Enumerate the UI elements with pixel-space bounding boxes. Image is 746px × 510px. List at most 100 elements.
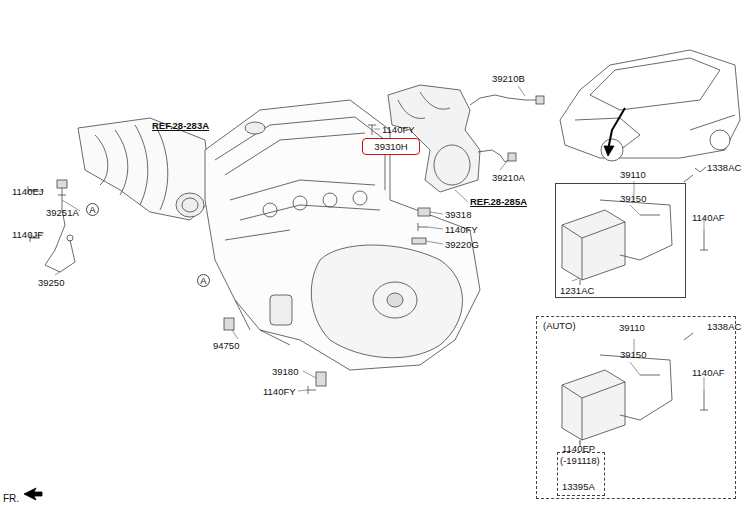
illustration-stroke bbox=[470, 95, 540, 105]
illustration-stroke bbox=[387, 293, 403, 307]
callout-number: 1140FY bbox=[445, 224, 478, 235]
callout-number: 39150 bbox=[620, 349, 646, 360]
illustration-stroke bbox=[710, 130, 730, 150]
illustration-stroke bbox=[684, 333, 693, 340]
illustration-stroke bbox=[311, 245, 462, 358]
illustration-stroke bbox=[562, 222, 625, 280]
callout-number: 1231AC bbox=[560, 285, 594, 296]
illustration-stroke bbox=[418, 208, 430, 216]
illustration-stroke bbox=[428, 227, 443, 229]
vehicle-sketch bbox=[560, 50, 740, 161]
reference-label: REF.28-283A bbox=[152, 120, 209, 131]
node-heading: A bbox=[89, 204, 95, 215]
illustration-stroke bbox=[604, 146, 614, 156]
illustration-stroke bbox=[684, 175, 693, 182]
illustration-stroke bbox=[67, 235, 73, 241]
callout-number: 39210B bbox=[492, 73, 525, 84]
callout-number: 39250 bbox=[38, 277, 64, 288]
callout-number: 1140JF bbox=[12, 229, 43, 240]
illustration-stroke bbox=[560, 50, 740, 158]
illustration-stroke bbox=[57, 180, 67, 188]
illustration-stroke bbox=[418, 223, 428, 231]
callout-number: 39210A bbox=[492, 172, 525, 183]
illustration-stroke bbox=[176, 193, 204, 217]
illustration-stroke bbox=[434, 145, 470, 185]
callout-number: 1140FY bbox=[382, 124, 415, 135]
callout-number: 39220G bbox=[445, 239, 479, 250]
illustration-stroke bbox=[95, 125, 168, 210]
illustration-stroke bbox=[270, 295, 292, 325]
callout-number: 94750 bbox=[213, 340, 239, 351]
oxygen-sensor-wires bbox=[470, 95, 544, 162]
illustration-stroke bbox=[430, 212, 443, 214]
illustration-stroke bbox=[412, 238, 426, 244]
node-heading: (AUTO) bbox=[543, 320, 576, 331]
callout-number: 1140EJ bbox=[12, 186, 44, 197]
illustration-stroke bbox=[508, 153, 516, 161]
node-heading: A bbox=[200, 275, 206, 286]
node-text: 13395A bbox=[562, 481, 595, 492]
illustration-stroke bbox=[78, 118, 212, 220]
illustration-stroke bbox=[426, 241, 443, 244]
illustration-stroke bbox=[232, 330, 238, 339]
auto-ecu-group-box: (AUTO) 39110 (-191118) 13395A bbox=[536, 316, 736, 499]
illustration-stroke bbox=[600, 200, 672, 260]
node-heading: 39310H bbox=[374, 141, 407, 152]
illustration-stroke bbox=[374, 129, 380, 130]
illustration-stroke bbox=[298, 390, 308, 391]
illustration-stroke bbox=[182, 198, 198, 212]
callout-number: 39318 bbox=[445, 209, 471, 220]
illustration-stroke bbox=[58, 185, 66, 210]
node-heading: (-191118) bbox=[560, 455, 600, 466]
callout-number: 1140FY bbox=[263, 386, 296, 397]
illustration-stroke bbox=[308, 386, 316, 394]
node-heading: 39110 bbox=[620, 169, 646, 180]
illustration-stroke bbox=[601, 139, 623, 161]
reference-circle: A bbox=[86, 203, 99, 216]
engine-sensors bbox=[224, 125, 430, 394]
illustration-stroke bbox=[455, 190, 468, 202]
callout-number: 39180 bbox=[272, 366, 298, 377]
illustration-stroke bbox=[500, 160, 508, 170]
illustration-stroke bbox=[353, 191, 367, 205]
illustration-stroke bbox=[590, 58, 720, 110]
illustration-stroke bbox=[580, 280, 581, 285]
node-text: 39110 bbox=[619, 322, 645, 333]
illustration-stroke bbox=[293, 196, 307, 210]
illustration-stroke bbox=[263, 203, 277, 217]
illustration-stroke bbox=[55, 272, 60, 275]
illustration-stroke bbox=[368, 125, 376, 135]
illustration-stroke bbox=[316, 372, 326, 386]
variant-box: (-191118) 13395A bbox=[557, 452, 605, 496]
illustration-stroke bbox=[398, 92, 450, 118]
illustration-stroke bbox=[323, 193, 337, 207]
illustration-stroke bbox=[215, 117, 385, 190]
illustration-stroke bbox=[536, 96, 544, 104]
illustration-stroke bbox=[562, 382, 625, 440]
illustration-stroke bbox=[562, 370, 625, 440]
reference-circle: A bbox=[197, 274, 210, 287]
illustration-stroke bbox=[600, 355, 672, 420]
illustration-stroke bbox=[235, 300, 290, 345]
illustration-stroke bbox=[303, 371, 316, 378]
illustration-stroke bbox=[575, 115, 735, 150]
callout-number: 1338AC bbox=[707, 321, 741, 332]
illustration-stroke bbox=[518, 86, 525, 96]
illustration-stroke bbox=[224, 318, 234, 330]
front-arrow bbox=[24, 488, 42, 500]
illustration-stroke bbox=[608, 108, 625, 150]
illustration-stroke bbox=[373, 282, 417, 318]
ecu-module bbox=[562, 167, 708, 285]
ecu-group-box: 39110 bbox=[555, 183, 686, 298]
illustration-stroke bbox=[700, 390, 708, 410]
illustration-stroke bbox=[562, 210, 625, 280]
highlight-box: 39310H bbox=[362, 138, 420, 155]
intake-manifold bbox=[78, 118, 212, 220]
callout-number: 39150 bbox=[620, 193, 646, 204]
illustration-stroke bbox=[572, 278, 580, 281]
illustration-stroke bbox=[225, 180, 380, 240]
callout-number: 1338AC bbox=[707, 162, 741, 173]
illustration-stroke bbox=[45, 210, 75, 272]
illustration-stroke bbox=[630, 362, 640, 375]
